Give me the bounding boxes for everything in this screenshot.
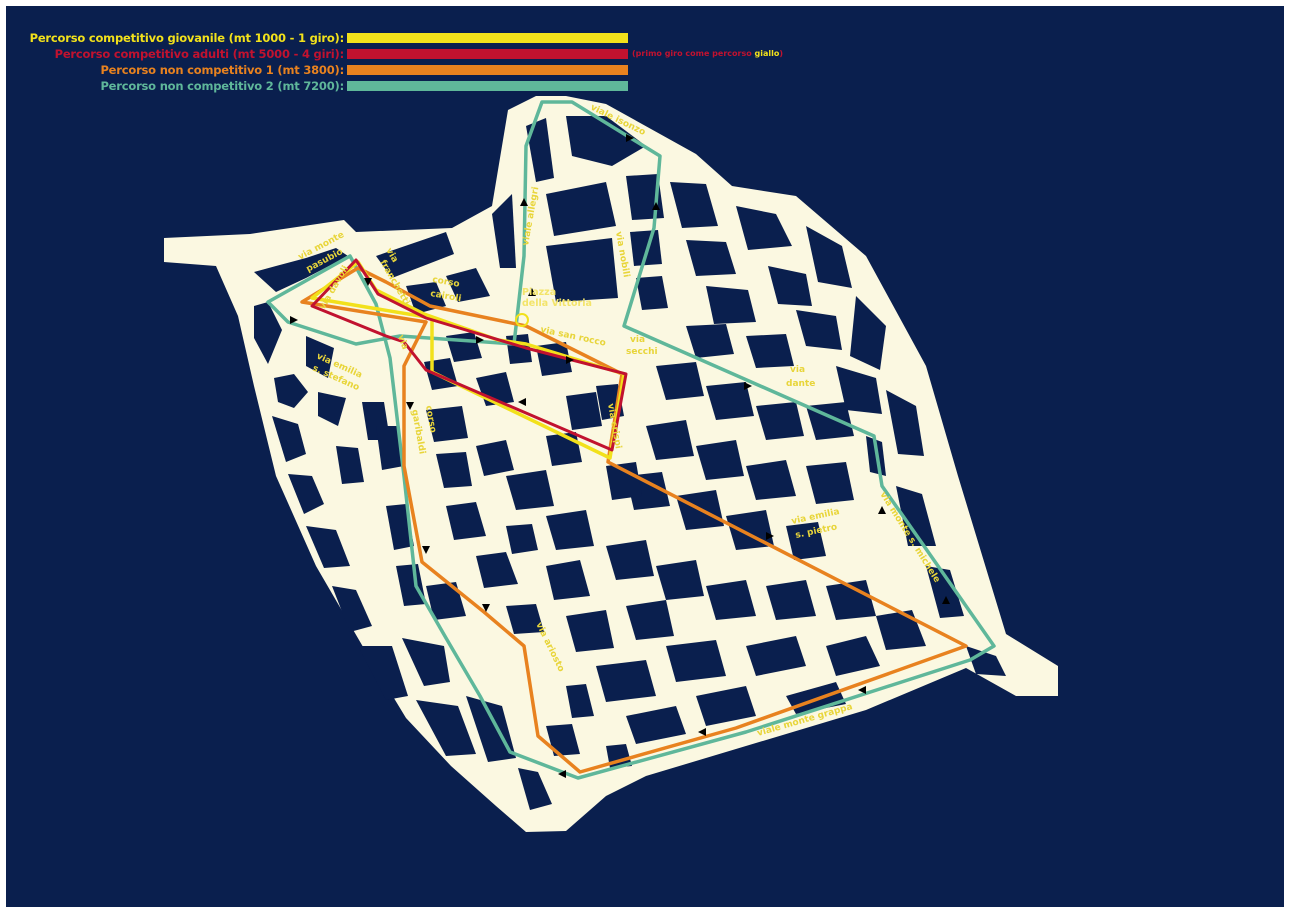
piazza-marker-icon — [515, 313, 529, 327]
legend-label-noncomp1: Percorso non competitivo 1 (mt 3800): — [100, 63, 344, 77]
legend-note-part1: (primo giro come percorso — [632, 49, 755, 58]
legend-swatch-youth — [347, 33, 628, 43]
legend-label-noncomp2: Percorso non competitivo 2 (mt 7200): — [100, 79, 344, 93]
map-frame: Percorso competitivo giovanile (mt 1000 … — [6, 6, 1284, 907]
legend-note: (primo giro come percorso giallo) — [632, 49, 783, 58]
street-label-corso-cairoli-1: corso — [431, 275, 460, 290]
route-competitive-adults — [310, 258, 628, 452]
street-label-corso-garibaldi-1: corso — [423, 405, 438, 434]
legend-item-noncomp2: Percorso non competitivo 2 (mt 7200): — [6, 79, 344, 93]
city-map: Piazza della Vittoria viale isonzo viale… — [164, 96, 1058, 832]
street-label-via-secchi-2: secchi — [626, 347, 658, 357]
place-label-piazza-line2: della Vittoria — [522, 298, 592, 309]
legend-item-noncomp1: Percorso non competitivo 1 (mt 3800): — [6, 63, 344, 77]
legend-label-youth: Percorso competitivo giovanile (mt 1000 … — [29, 31, 345, 45]
street-label-via-dante-1: via — [790, 365, 805, 375]
place-labels: Piazza della Vittoria — [522, 287, 592, 309]
legend-swatch-noncomp1 — [347, 65, 628, 75]
legend-label-adults: Percorso competitivo adulti (mt 5000 - 4… — [54, 47, 345, 61]
route-non-competitive-2 — [266, 100, 996, 780]
legend-item-adults: Percorso competitivo adulti (mt 5000 - 4… — [6, 47, 345, 61]
legend-note-part2: ) — [779, 49, 784, 58]
route-direction-arrows — [290, 134, 950, 778]
street-label-via-dante-2: dante — [786, 379, 815, 389]
legend-swatch-adults — [347, 49, 628, 59]
street-label-via-secchi-1: via — [630, 335, 645, 345]
route-non-competitive-1 — [300, 266, 968, 774]
place-label-piazza-line1: Piazza — [522, 287, 556, 298]
legend-swatch-noncomp2 — [347, 81, 628, 91]
legend-note-highlight: giallo — [754, 49, 780, 58]
legend-item-youth: Percorso competitivo giovanile (mt 1000 … — [6, 31, 345, 45]
street-label-via-vertical: via — [395, 334, 410, 352]
